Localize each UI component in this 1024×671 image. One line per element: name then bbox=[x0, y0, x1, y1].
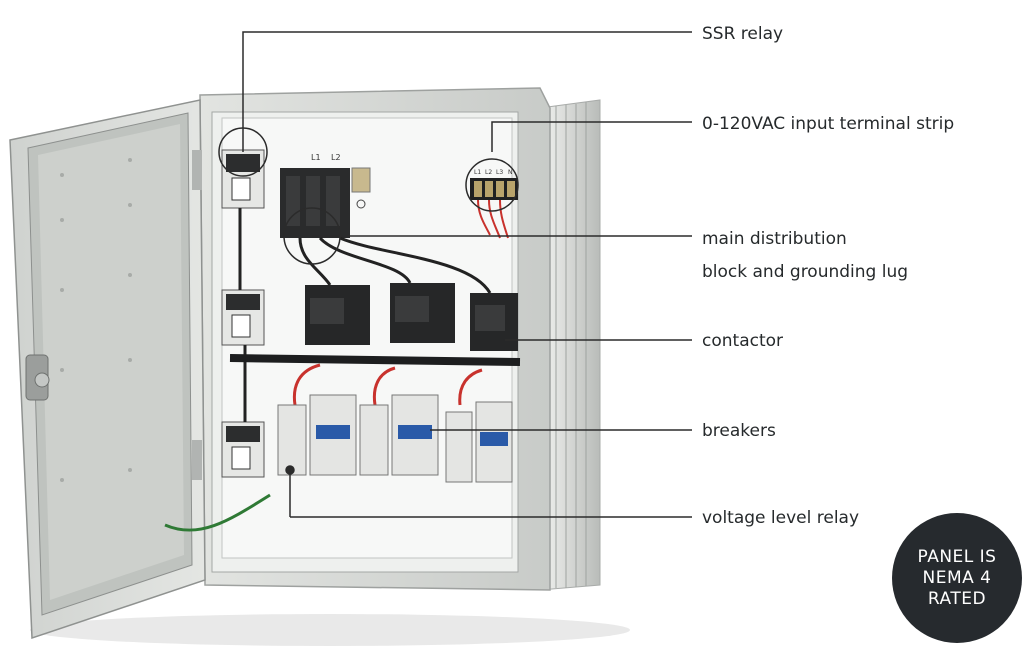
door-hinges bbox=[192, 150, 202, 480]
ground-wire bbox=[164, 493, 271, 532]
strip-label-l2: L2 bbox=[485, 169, 492, 176]
callout-main-distribution-line2: block and grounding lug bbox=[702, 262, 909, 282]
callout-voltage-level-relay: voltage level relay bbox=[702, 508, 860, 528]
strip-label-l1: L1 bbox=[474, 169, 481, 176]
breakers bbox=[277, 394, 513, 483]
badge-line-3: RATED bbox=[927, 588, 987, 609]
door-latch bbox=[25, 354, 50, 401]
callout-ssr-relay: SSR relay bbox=[702, 24, 784, 44]
badge-line-1: PANEL IS bbox=[917, 546, 997, 567]
strip-label-n: N bbox=[508, 169, 513, 176]
contactors bbox=[305, 283, 518, 351]
panel-label-l2: L2 bbox=[331, 153, 341, 162]
enclosure-side-fins bbox=[539, 99, 601, 591]
input-terminal-strip: L1 L2 L3 N bbox=[470, 169, 518, 239]
ssr-relays bbox=[221, 149, 265, 478]
strip-label-l3: L3 bbox=[496, 169, 503, 176]
grounding-lug bbox=[351, 167, 371, 209]
wiring bbox=[229, 208, 521, 422]
panel-label-l1: L1 bbox=[311, 153, 321, 162]
callout-contactor: contactor bbox=[702, 331, 784, 351]
callout-terminal-strip: 0-120VAC input terminal strip bbox=[702, 114, 955, 134]
callout-breakers: breakers bbox=[702, 421, 776, 441]
callout-leaders bbox=[218, 31, 692, 518]
floor-shadow bbox=[30, 614, 630, 646]
nema-rating-badge: PANEL IS NEMA 4 RATED bbox=[892, 513, 1022, 643]
callout-main-distribution-line1: main distribution bbox=[702, 229, 847, 249]
enclosure-door bbox=[9, 99, 206, 640]
badge-line-2: NEMA 4 bbox=[922, 567, 992, 588]
